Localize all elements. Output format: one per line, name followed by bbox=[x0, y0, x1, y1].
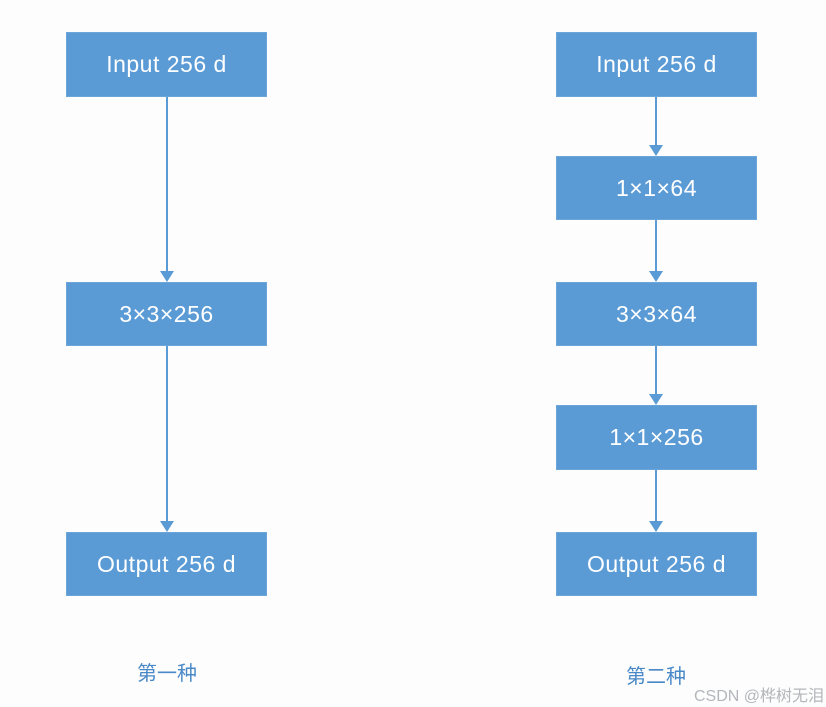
node-conv3x3x64: 3×3×64 bbox=[556, 282, 757, 346]
node-input-left: Input 256 d bbox=[66, 32, 267, 97]
node-conv1x1x256: 1×1×256 bbox=[556, 405, 757, 470]
arrow-down-icon bbox=[160, 97, 174, 282]
arrow-down-icon bbox=[160, 346, 174, 532]
arrow-shaft bbox=[166, 97, 168, 273]
arrow-shaft bbox=[655, 220, 657, 273]
arrowhead-icon bbox=[649, 394, 663, 405]
arrowhead-icon bbox=[649, 145, 663, 156]
arrow-shaft bbox=[655, 97, 657, 147]
arrow-shaft bbox=[655, 346, 657, 396]
node-output-left: Output 256 d bbox=[66, 532, 267, 596]
arrow-down-icon bbox=[649, 220, 663, 282]
node-conv3x3x256: 3×3×256 bbox=[66, 282, 267, 346]
arrow-shaft bbox=[655, 470, 657, 523]
caption-second-type: 第二种 bbox=[626, 666, 686, 688]
caption-first-type: 第一种 bbox=[137, 663, 197, 685]
arrowhead-icon bbox=[649, 521, 663, 532]
arrow-down-icon bbox=[649, 97, 663, 156]
arrow-down-icon bbox=[649, 470, 663, 532]
node-conv1x1x64: 1×1×64 bbox=[556, 156, 757, 220]
node-input-right: Input 256 d bbox=[556, 32, 757, 97]
arrow-down-icon bbox=[649, 346, 663, 405]
node-output-right: Output 256 d bbox=[556, 532, 757, 596]
arrowhead-icon bbox=[160, 271, 174, 282]
csdn-watermark: CSDN @桦树无泪 bbox=[693, 688, 824, 705]
arrowhead-icon bbox=[160, 521, 174, 532]
arrow-shaft bbox=[166, 346, 168, 523]
arrowhead-icon bbox=[649, 271, 663, 282]
